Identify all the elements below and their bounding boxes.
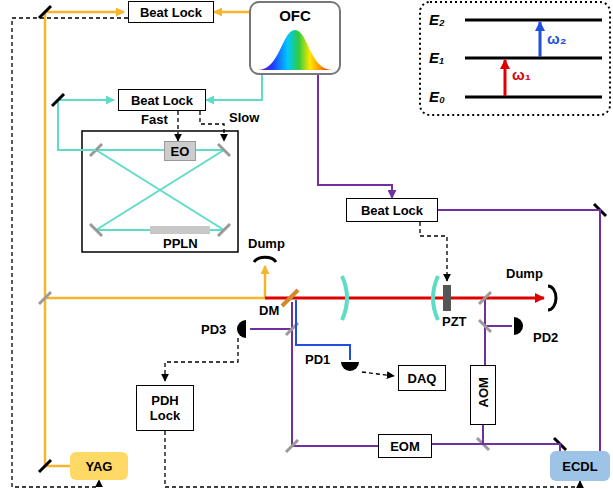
beam-splitter xyxy=(479,292,491,304)
laser-box: YAG xyxy=(70,452,128,480)
modulator-box: EO xyxy=(164,141,196,161)
box-label: YAG xyxy=(86,459,113,474)
part-label: DM xyxy=(258,303,280,318)
feedback-line xyxy=(177,111,178,141)
beam-connector xyxy=(206,75,262,100)
photodetector xyxy=(514,317,523,335)
lock-box: Beat Lock xyxy=(128,1,214,23)
beam xyxy=(484,298,486,365)
part-label: PD2 xyxy=(532,330,559,345)
lock-box: Beat Lock xyxy=(118,89,206,111)
transition-arrow xyxy=(539,22,542,57)
beam xyxy=(45,12,124,466)
part-label: PD3 xyxy=(200,322,227,337)
beam-dump xyxy=(254,257,276,262)
beam xyxy=(296,300,350,360)
ppln-crystal xyxy=(150,226,210,234)
part-label: Dump xyxy=(247,236,286,251)
beam-connector xyxy=(214,11,249,14)
inset-frame xyxy=(420,2,610,115)
comb-spectrum xyxy=(258,30,332,70)
beam xyxy=(292,302,378,446)
level-label: E₁ xyxy=(428,49,445,67)
beam-connector xyxy=(438,210,600,451)
frequency-label: ω₂ xyxy=(546,30,567,48)
box-label: Beat Lock xyxy=(131,93,193,108)
lock-box: PDH Lock xyxy=(136,385,194,431)
cavity-mirror xyxy=(342,276,347,320)
cavity-mirror xyxy=(433,276,438,320)
mirror xyxy=(286,440,298,452)
box-label: OFC xyxy=(279,8,311,23)
beam xyxy=(250,328,292,330)
level-label: E₀ xyxy=(428,88,446,106)
bowtie-beam xyxy=(96,150,224,230)
box-label: AOM xyxy=(476,383,491,407)
beam-connector xyxy=(432,444,560,451)
cavity-housing xyxy=(82,131,238,252)
signal-line xyxy=(165,338,238,381)
feedback-line xyxy=(420,222,447,281)
beam xyxy=(45,297,265,300)
mirror xyxy=(479,320,491,332)
beam xyxy=(58,100,114,150)
box-label: ECDL xyxy=(562,459,597,474)
photodetector xyxy=(237,320,246,338)
dichroic-mirror xyxy=(282,290,298,306)
mirror xyxy=(52,94,64,106)
daq-box: DAQ xyxy=(398,365,446,391)
level-label: E₂ xyxy=(428,11,446,29)
feedback-line xyxy=(200,111,224,141)
pzt-actuator xyxy=(443,285,451,311)
mirror xyxy=(39,460,51,472)
frequency-label: ω₁ xyxy=(511,66,532,84)
edge-label: Fast xyxy=(140,112,169,127)
part-label: PZT xyxy=(441,314,468,329)
box-label: DAQ xyxy=(408,371,437,386)
feedback-line xyxy=(165,431,580,487)
signal-line xyxy=(362,372,394,376)
comb-box: OFC xyxy=(249,1,341,75)
lock-box: Beat Lock xyxy=(346,198,438,222)
modulator-box: EOM xyxy=(378,434,432,458)
beam-dump xyxy=(548,286,556,310)
photodetector xyxy=(341,362,359,371)
laser-box: ECDL xyxy=(550,451,610,481)
mirror xyxy=(90,144,230,236)
beam xyxy=(265,297,544,300)
part-label: Dump xyxy=(505,266,544,281)
energy-levels xyxy=(465,20,602,97)
modulator-box: AOM xyxy=(470,365,496,425)
mirror xyxy=(39,6,51,18)
box-label: EOM xyxy=(390,439,420,454)
box-label: EO xyxy=(171,144,190,159)
beam-connector xyxy=(483,425,560,451)
transition-arrow xyxy=(504,60,507,96)
box-label: Beat Lock xyxy=(140,5,202,20)
beam xyxy=(264,266,267,298)
control-label: Slow xyxy=(228,110,260,125)
beam-splitter xyxy=(39,292,51,304)
part-label: PD1 xyxy=(304,352,331,367)
box-label: PDH Lock xyxy=(137,393,193,423)
feedback-line xyxy=(12,18,128,487)
beam-connector xyxy=(318,75,392,198)
part-label: PPLN xyxy=(162,236,199,251)
beam xyxy=(485,325,512,327)
box-label: Beat Lock xyxy=(361,203,423,218)
